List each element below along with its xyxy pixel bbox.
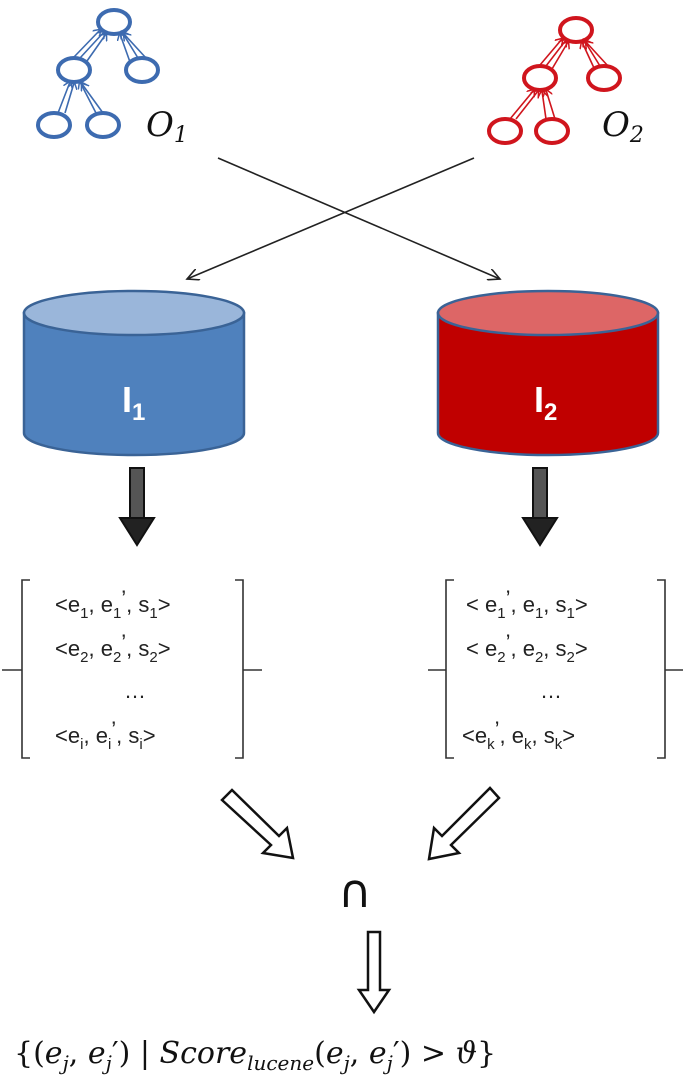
index-i2-cylinder (436, 289, 660, 457)
ontology-o2-tree-icon (487, 16, 622, 145)
intersection-symbol: ∩ (338, 864, 372, 918)
arrow-o2-to-i1 (187, 157, 475, 279)
hollow-arrow-right-to-intersection (427, 786, 501, 861)
right-result-set: < e1’, e1, s1> < e2’, e2, s2> … <ek’, ek… (462, 586, 588, 753)
right-result-set-brace (428, 579, 683, 759)
right-ellipsis: … (540, 678, 562, 703)
hollow-arrow-down-to-result (356, 930, 392, 1015)
index-i2-label: I2 (534, 379, 557, 426)
left-tuple-i: <ei, ei’, si> (55, 717, 156, 753)
ontology-o2-label: O2 (602, 105, 644, 148)
index-i1-label: I1 (122, 379, 145, 426)
ontology-o1-label: O1 (146, 105, 188, 148)
left-result-set: <e1, e1’, s1> <e2, e2’, s2> … <ei, ei’, … (55, 586, 171, 753)
arrow-o1-to-i2 (217, 157, 500, 279)
left-tuple-1: <e1, e1’, s1> (55, 586, 171, 622)
index-i1-cylinder (22, 289, 246, 457)
right-tuple-1: < e1’, e1, s1> (466, 586, 588, 622)
block-arrow-i1-down (118, 467, 156, 547)
ontology-o1-tree-icon (36, 8, 160, 139)
right-tuple-2: < e2’, e2, s2> (466, 630, 588, 666)
left-ellipsis: … (124, 678, 146, 703)
left-tuple-2: <e2, e2’, s2> (55, 630, 171, 666)
left-result-set-brace (2, 579, 262, 759)
block-arrow-i2-down (521, 467, 559, 547)
hollow-arrow-left-to-intersection (220, 788, 295, 860)
result-formula: {(ej, ej′) | Scorelucene(ej, ej′) > ϑ} (14, 1036, 496, 1075)
right-tuple-k: <ek’, ek, sk> (462, 717, 575, 753)
